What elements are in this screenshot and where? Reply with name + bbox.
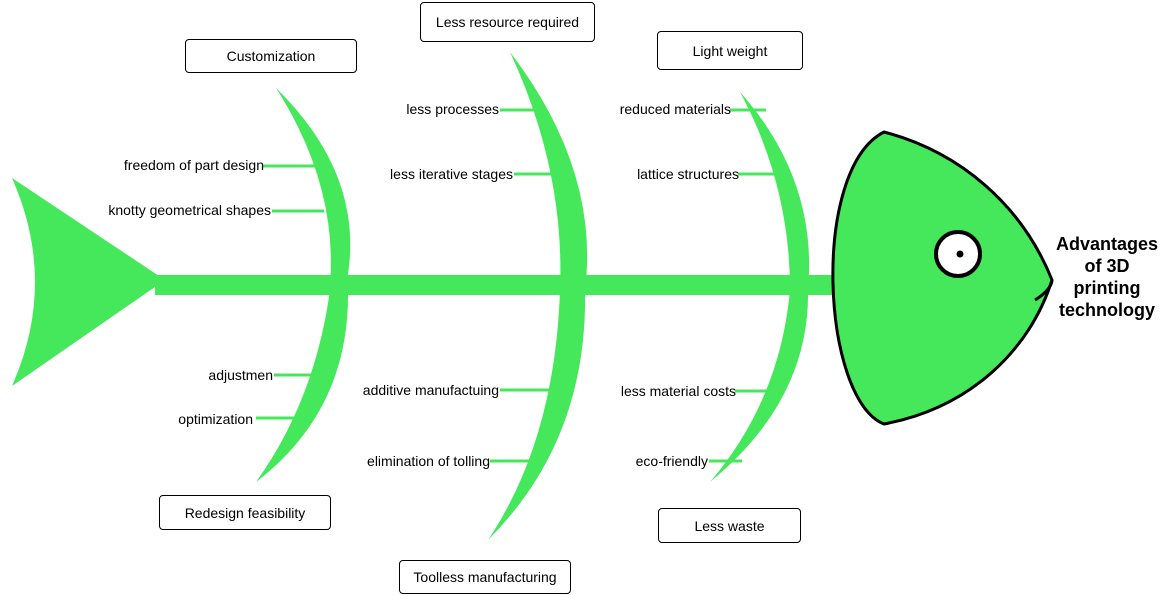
- effect-line-3: printing: [1073, 278, 1141, 298]
- effect-line-1: Advantages: [1055, 234, 1159, 254]
- category-redesign: Redesign feasibility: [159, 495, 331, 530]
- cause-elimination-of-tolling: elimination of tolling: [367, 453, 490, 469]
- fish-spine: [155, 275, 850, 295]
- rib-redesign: [256, 290, 349, 482]
- cause-less-material-costs: less material costs: [620, 383, 736, 399]
- category-light-weight: Light weight: [657, 31, 803, 70]
- rib-customization: [276, 88, 351, 290]
- cause-lattice-structures: lattice structures: [637, 166, 739, 182]
- cause-adjustmen: adjustmen: [208, 367, 273, 383]
- category-customization: Customization: [185, 39, 357, 73]
- cause-less-iterative-stages: less iterative stages: [390, 166, 513, 182]
- cause-additive-manufactuing: additive manufactuing: [362, 382, 499, 398]
- rib-less-resource: [510, 52, 588, 290]
- cause-reduced-materials: reduced materials: [619, 101, 731, 117]
- rib-less-waste: [710, 290, 809, 482]
- cause-freedom-of-part-design: freedom of part design: [123, 157, 264, 173]
- category-less-resource: Less resource required: [420, 2, 595, 42]
- cause-eco-friendly: eco-friendly: [635, 453, 708, 469]
- effect-line-4: technology: [1058, 300, 1155, 320]
- category-toolless: Toolless manufacturing: [399, 560, 571, 594]
- fish-pupil: [956, 250, 964, 258]
- cause-optimization: optimization: [178, 411, 253, 427]
- cause-connectors: [256, 108, 784, 463]
- category-less-waste: Less waste: [658, 508, 801, 543]
- fish-head: [831, 130, 1054, 426]
- fish-mouth: [1034, 279, 1054, 302]
- effect-label: Advantages of 3D printing technology: [1043, 233, 1171, 321]
- rib-toolless: [488, 290, 586, 540]
- fish-tail: [12, 178, 165, 386]
- rib-light-weight: [740, 92, 810, 290]
- cause-less-processes: less processes: [406, 101, 499, 117]
- cause-knotty-geometrical-shapes: knotty geometrical shapes: [108, 202, 271, 218]
- effect-line-2: of 3D: [1084, 256, 1130, 276]
